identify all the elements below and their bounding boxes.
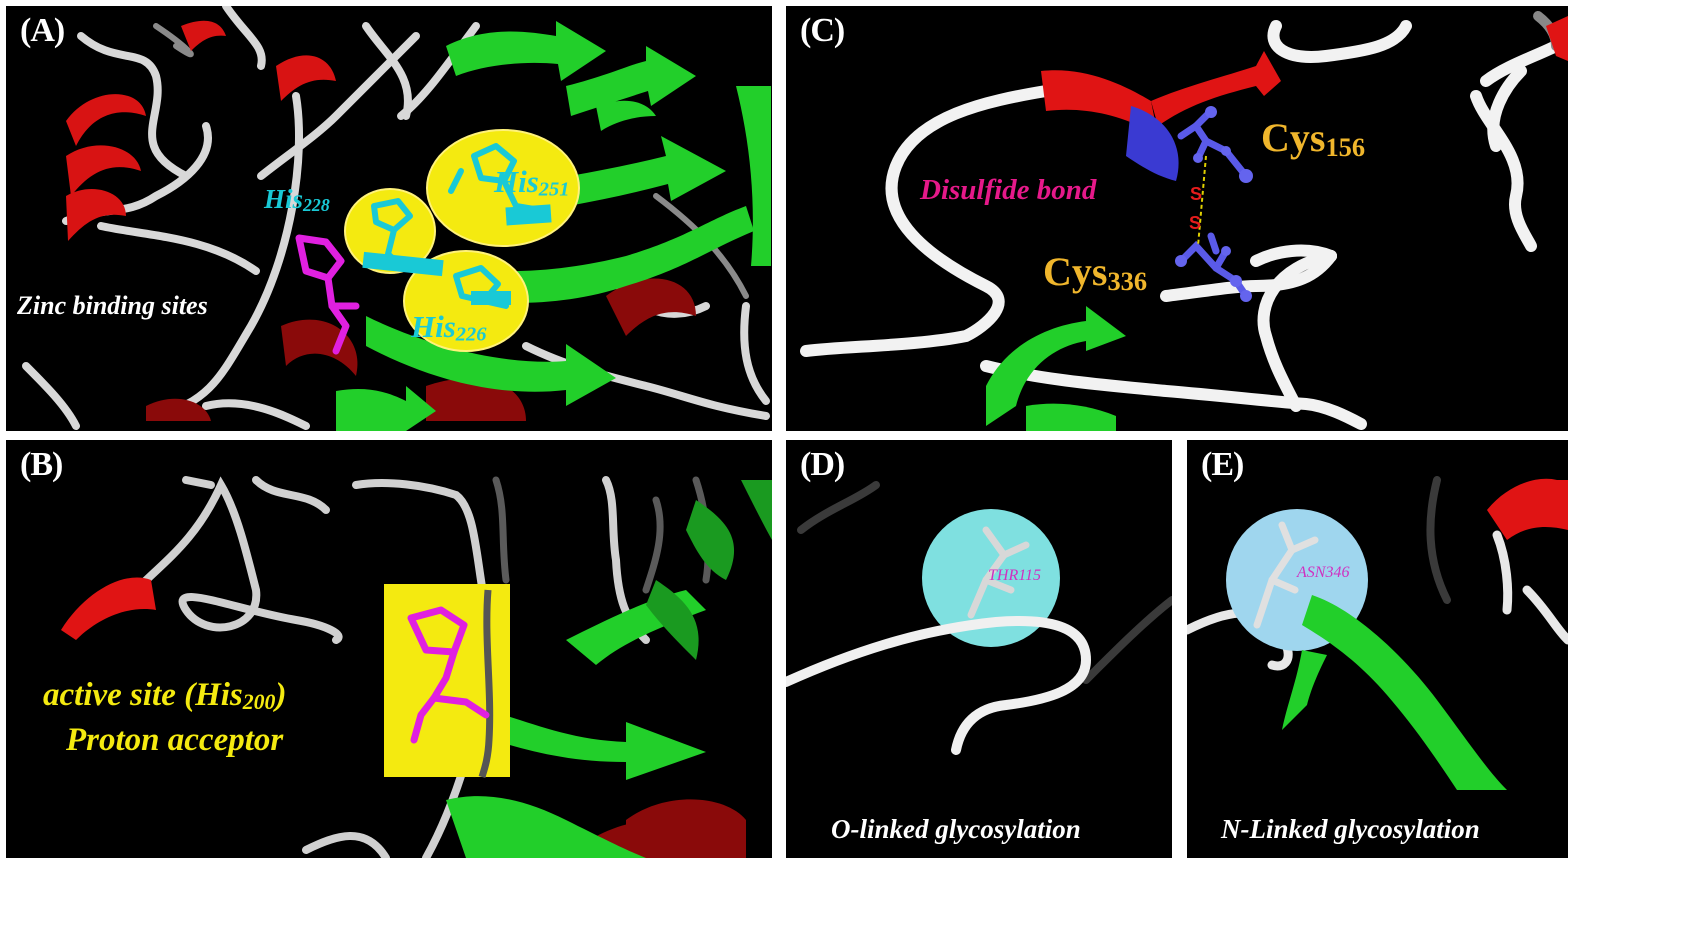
n-linked-glycosylation-caption: N-Linked glycosylation xyxy=(1221,814,1480,844)
panel-b-label: (B) xyxy=(20,446,63,483)
panel-c-structure xyxy=(800,11,1568,431)
panel-b-structure xyxy=(61,476,772,858)
panel-d-label: (D) xyxy=(800,446,845,483)
panel-e: (E) ASN346 N-Linked glycosylation xyxy=(1187,440,1568,858)
sulfur-atom-top: S xyxy=(1190,184,1203,204)
o-linked-glycosylation-caption: O-linked glycosylation xyxy=(831,814,1081,844)
his228-label: His228 xyxy=(264,184,330,216)
panel-a-label: (A) xyxy=(20,12,65,49)
cys156-label: Cys156 xyxy=(1261,115,1366,162)
panel-e-structure xyxy=(1187,476,1568,790)
panel-c: (C) Disulfide bond S S Cys156 Cys336 xyxy=(786,6,1568,431)
panel-d-structure xyxy=(786,481,1172,755)
disulfide-bond-caption: Disulfide bond xyxy=(920,174,1097,206)
his226-label: His226 xyxy=(411,309,487,346)
his251-label: His251 xyxy=(494,164,570,201)
panel-b: (B) active site (His200) Proton acceptor xyxy=(6,440,772,858)
panel-e-label: (E) xyxy=(1201,446,1244,483)
active-site-line1: active site (His200) xyxy=(43,677,287,714)
thr115-label: THR115 xyxy=(988,567,1042,584)
sulfur-atom-bottom: S xyxy=(1189,213,1202,233)
active-site-line2: Proton acceptor xyxy=(66,722,284,758)
panel-c-label: (C) xyxy=(800,12,845,49)
zinc-binding-caption: Zinc binding sites xyxy=(17,291,208,320)
cys336-label: Cys336 xyxy=(1043,249,1148,296)
panel-a-structure xyxy=(22,6,771,431)
asn346-label: ASN346 xyxy=(1297,564,1350,581)
panel-d: (D) THR115 O-linked glycosylation xyxy=(786,440,1172,858)
panel-a: (A) His228 His251 His226 Zinc binding si… xyxy=(6,6,772,431)
